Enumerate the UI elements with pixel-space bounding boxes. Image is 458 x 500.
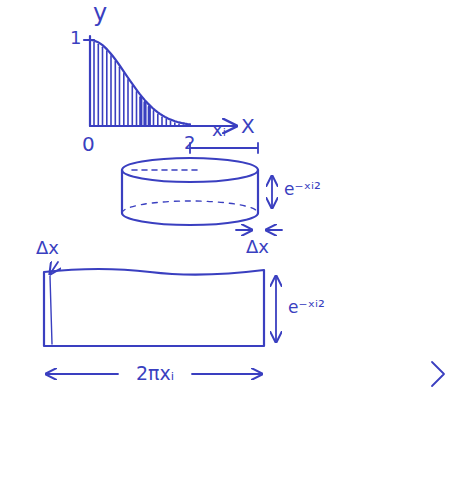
leader-arrow <box>50 262 58 274</box>
thickness-label: Δx <box>246 237 269 257</box>
thickness-arrow <box>266 229 282 231</box>
thickness-arrow <box>236 229 252 231</box>
shade-line <box>153 111 155 125</box>
shade-line <box>148 107 151 125</box>
shade-line <box>106 51 108 125</box>
shade-line <box>93 43 95 126</box>
length-arrow <box>192 373 262 375</box>
shade-line <box>170 122 172 125</box>
shade-line <box>123 74 125 126</box>
shade-line <box>98 44 100 125</box>
radius-dash <box>132 169 202 171</box>
curve <box>90 40 190 124</box>
slab-rect <box>44 269 264 346</box>
shell-bottom <box>122 213 258 225</box>
shade-line <box>143 102 146 125</box>
shade-line <box>110 56 112 125</box>
margin-mark <box>432 362 444 386</box>
y-axis <box>89 36 91 126</box>
height-label: e⁻ˣⁱ² <box>288 298 325 317</box>
radius-bracket <box>190 143 258 153</box>
shade-line <box>166 120 168 125</box>
length-label: 2πxᵢ <box>136 363 174 384</box>
tick-label: 1 <box>70 28 81 48</box>
shell-bottom-hidden <box>122 201 258 213</box>
shade-line <box>139 97 142 125</box>
shading <box>94 43 183 126</box>
shell-top <box>122 158 258 182</box>
shell-sides <box>122 170 258 213</box>
slab-edge <box>50 276 52 344</box>
shade-line <box>115 61 117 125</box>
tick-label: 2 <box>184 133 195 153</box>
shade-line <box>102 47 104 125</box>
tick-label: 0 <box>82 133 95 155</box>
thickness-label: Δx <box>36 238 59 258</box>
length-arrow <box>46 373 118 375</box>
radius-label: xᵢ <box>212 120 226 140</box>
axis-label: y <box>93 0 107 26</box>
shade-line <box>174 123 176 125</box>
shade-line <box>132 86 134 125</box>
axis-label: X <box>241 115 255 137</box>
shade-line <box>119 67 121 125</box>
height-arrow <box>275 276 277 342</box>
shade-line <box>178 124 180 126</box>
shade-line <box>157 114 159 125</box>
height-arrow <box>271 176 273 208</box>
shade-line <box>136 92 138 125</box>
shade-line <box>161 117 163 125</box>
height-label: e⁻ˣⁱ² <box>284 180 321 199</box>
shade-line <box>127 80 129 125</box>
